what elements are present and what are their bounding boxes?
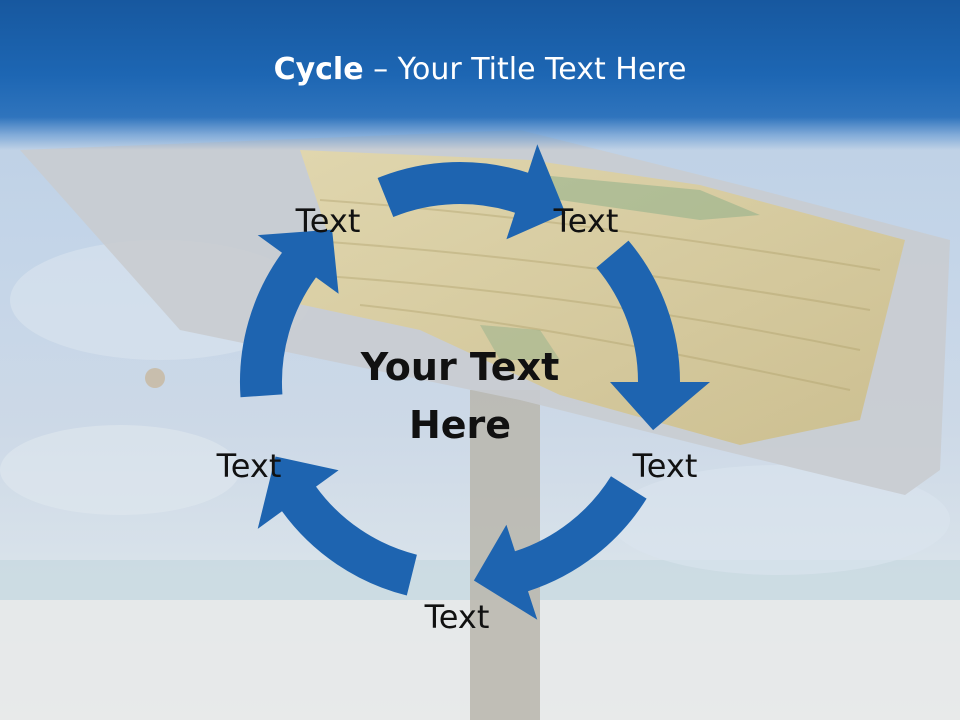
cloud: [610, 465, 950, 575]
slide-title: Cycle – Your Title Text Here: [0, 52, 960, 87]
sign-board-wood: [280, 150, 905, 445]
center-text-line: Your Text: [360, 345, 560, 389]
cycle-arrow: [596, 240, 710, 431]
cycle-node-label: Text: [424, 598, 490, 636]
cycle-node-label: Text: [553, 202, 619, 240]
slide-title-bold: Cycle: [273, 52, 364, 87]
sign-green-edge: [480, 325, 560, 360]
cycle-arrow: [257, 456, 417, 596]
cloud: [0, 425, 240, 515]
cycle-node-label: Text: [295, 202, 361, 240]
slide-title-rest: – Your Title Text Here: [363, 52, 687, 87]
sign-green-edge: [540, 175, 760, 220]
cycle-node-label: Text: [632, 447, 698, 485]
center-text-line: Here: [408, 403, 512, 447]
cycle-node-label: Text: [216, 447, 282, 485]
cycle-arrow: [377, 144, 566, 240]
ball: [145, 368, 165, 388]
cycle-arrow: [473, 476, 647, 620]
cycle-arrows: [239, 144, 710, 620]
wood-grain: [299, 199, 881, 391]
cycle-arrow: [239, 229, 339, 398]
title-band: [0, 0, 960, 150]
